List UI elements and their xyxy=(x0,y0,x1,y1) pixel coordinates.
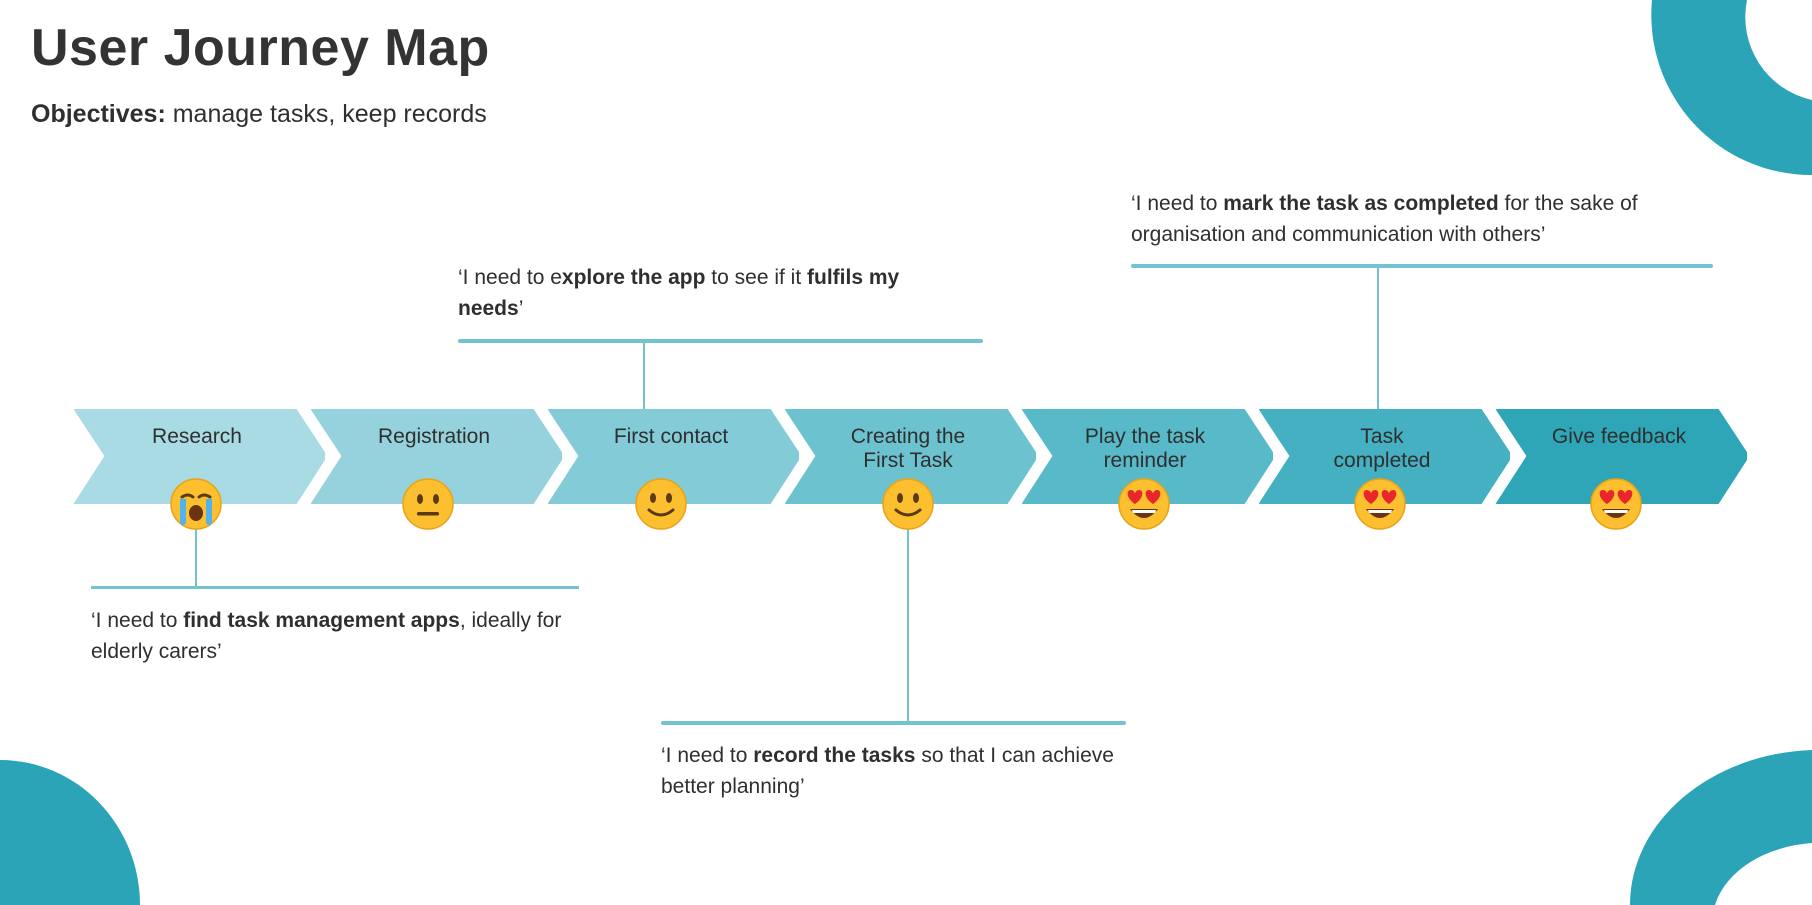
stage-chevron xyxy=(785,409,1036,504)
objectives-label: Objectives: xyxy=(31,100,166,128)
connector-creating-stem xyxy=(907,528,909,723)
slightly-smiling-face-icon xyxy=(635,478,687,530)
stage-chevron xyxy=(311,409,562,504)
connector-research-stem xyxy=(195,527,197,587)
quote-first-contact: ‘I need to explore the app to see if it … xyxy=(458,266,900,320)
connector-research-bar xyxy=(91,586,579,589)
objectives-text: manage tasks, keep records xyxy=(165,100,487,128)
stage-chevron xyxy=(1496,409,1747,504)
quote-creating-task: ‘I need to record the tasks so that I ca… xyxy=(661,744,1114,798)
heart-eyes-face-icon xyxy=(1354,478,1406,530)
connector-task-completed-stem xyxy=(1377,267,1379,409)
neutral-face-icon xyxy=(402,478,454,530)
connector-task-completed-bar xyxy=(1131,264,1713,268)
heart-eyes-face-icon xyxy=(1590,478,1642,530)
slightly-smiling-face-icon xyxy=(882,478,934,530)
heart-eyes-face-icon xyxy=(1118,478,1170,530)
stage-chevron xyxy=(74,409,325,504)
objectives: Objectives: manage tasks, keep records xyxy=(31,100,487,129)
bottom-right-arc xyxy=(1630,750,1812,905)
quote-research: ‘I need to find task management apps, id… xyxy=(91,609,562,663)
bottom-left-arc xyxy=(0,760,140,905)
page-title: User Journey Map xyxy=(31,19,490,77)
connector-first-contact-stem xyxy=(643,342,645,409)
stage-chevron xyxy=(1022,409,1273,504)
stage-chevron xyxy=(548,409,799,504)
crying-face-icon xyxy=(170,478,222,530)
stage-first-contact: First contact xyxy=(547,409,799,504)
stage-research: Research xyxy=(73,409,325,504)
connector-first-contact-bar xyxy=(458,339,983,343)
stage-label: Registration xyxy=(377,425,491,448)
stage-label: Give feedback xyxy=(1551,425,1687,448)
stage-give-feedback: Give feedback xyxy=(1495,409,1747,504)
top-right-arc xyxy=(1651,0,1812,176)
stage-chevron xyxy=(1259,409,1510,504)
connector-creating-bar xyxy=(661,721,1126,725)
stage-label: Research xyxy=(152,425,242,448)
quote-task-completed: ‘I need to mark the task as completed fo… xyxy=(1131,192,1638,246)
stage-registration: Registration xyxy=(310,409,562,504)
stage-label: First contact xyxy=(613,425,729,448)
